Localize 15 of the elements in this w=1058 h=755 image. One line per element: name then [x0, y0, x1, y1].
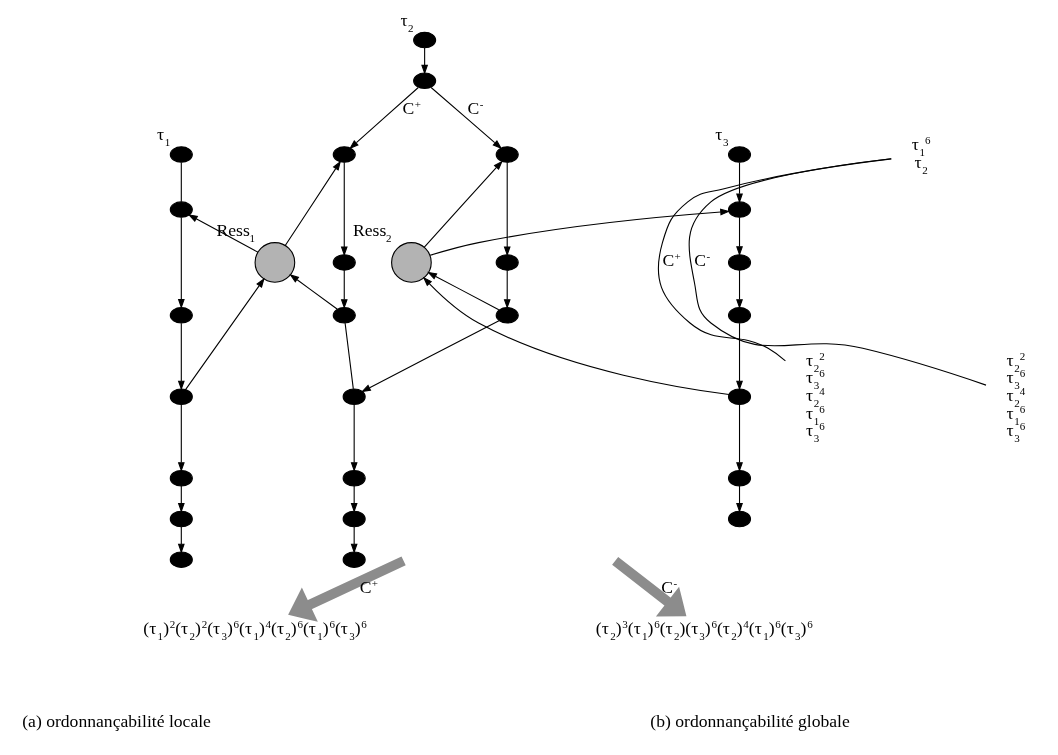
label: (a) ordonnançabilité locale [21, 710, 211, 731]
node-label: τ$_{1}$ [156, 124, 170, 149]
node-label: Ress$_{2}$ [352, 219, 392, 244]
node-text: (τ$_{2}$)$^{3}$(τ$_{1}$)$^{6}$(τ$_{2}$)(τ$_{3}$)$^{6}$(τ$_{2}$)$^{4}$(τ$_{1}$)$^{6}$(τ$_{3}$)$^{6}$ [595, 618, 813, 643]
label: (b) ordonnançabilité globale [649, 710, 850, 731]
edge-label: C$^{+}$ [359, 576, 378, 597]
edge-label: C$^{-}$ [660, 576, 677, 597]
edge-label: C$^{-}$ [693, 249, 710, 270]
node-label: τ$_{3}$ [714, 124, 728, 149]
edge-label: C$^{+}$ [661, 249, 681, 270]
node-text: (τ$_{1}$)$^{2}$(τ$_{2}$)$^{2}$(τ$_{3}$)$^{6}$(τ$_{1}$)$^{4}$(τ$_{2}$)$^{6}$(τ$_{1}$)$^{6}$(τ$_{3}$)$^{6}$ [142, 618, 367, 643]
edge-label: C$^{-}$ [467, 97, 483, 118]
node-label: Ress$_{1}$ [216, 219, 255, 244]
edge-label: C$^{+}$ [402, 97, 421, 118]
node-label: τ$_{2}$ [399, 9, 414, 34]
